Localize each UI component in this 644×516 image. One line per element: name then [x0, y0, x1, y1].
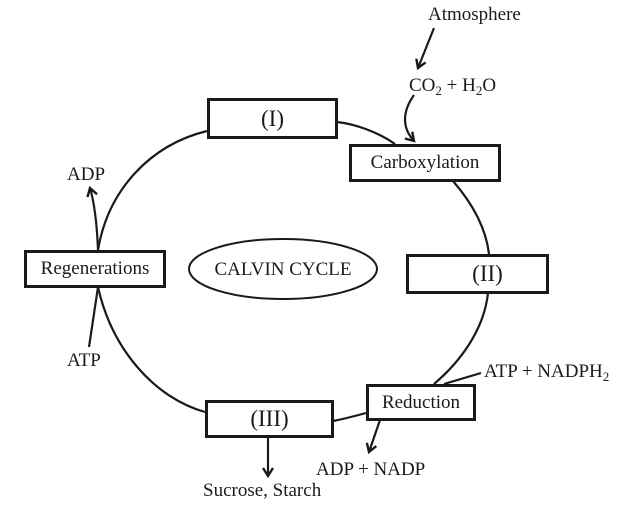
- reduction-to-adp-nadp-arrow: [369, 419, 382, 452]
- co2-to-carboxylation-arrow: [403, 94, 414, 141]
- carboxylation-box: Carboxylation: [349, 144, 501, 182]
- cycle-line-carboxylation-II: [452, 180, 491, 255]
- o-text: O: [482, 75, 497, 96]
- reduction-box: Reduction: [366, 384, 476, 421]
- atp-nadph-text: ATP + NADPH: [484, 361, 603, 382]
- atmosphere-label: Atmosphere: [428, 4, 521, 25]
- atp-nadph2-label: ATP + NADPH2: [484, 361, 610, 384]
- regenerations-box: Regenerations: [24, 250, 166, 288]
- calvin-cycle-title: CALVIN CYCLE: [214, 259, 352, 280]
- cycle-line-II-reduction: [433, 292, 490, 385]
- regeneration-to-adp-arrow: [90, 188, 100, 251]
- h2-subscript: 2: [475, 83, 483, 98]
- stage-I-box: (I): [207, 98, 338, 139]
- cycle-line-III-regeneration: [96, 286, 206, 414]
- calvin-cycle-ellipse: [188, 238, 378, 300]
- stage-III-box: (III): [205, 400, 334, 438]
- cycle-line-regeneration-I: [96, 129, 208, 251]
- atp-nadph2-line: [443, 371, 482, 386]
- cycle-line-I-carboxylation: [336, 120, 396, 145]
- atmosphere-arrow: [418, 27, 436, 68]
- stage-II-box: (II): [406, 254, 549, 294]
- co-text: CO: [409, 75, 436, 96]
- atp-line: [87, 286, 100, 348]
- plus-h-text: + H: [441, 75, 476, 96]
- adp-regeneration-label: ADP: [67, 164, 106, 185]
- atp-regeneration-label: ATP: [67, 350, 101, 371]
- nadph2-subscript: 2: [602, 369, 610, 384]
- adp-nadp-label: ADP + NADP: [316, 459, 426, 480]
- co2-subscript: 2: [435, 83, 442, 98]
- sucrose-starch-label: Sucrose, Starch: [203, 480, 322, 501]
- co2-h2o-label: CO2 + H2O: [409, 75, 497, 98]
- cycle-line-reduction-III: [332, 411, 367, 423]
